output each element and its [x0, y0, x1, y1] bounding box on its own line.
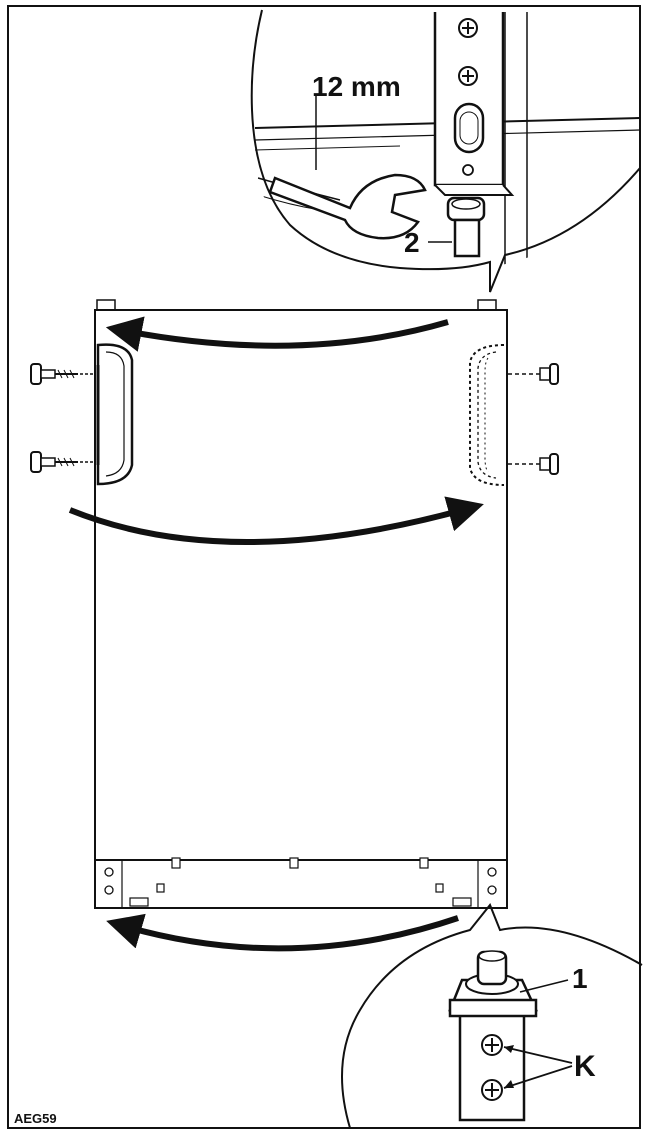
bottom-detail-callout: 1 K	[341, 903, 643, 1129]
top-detail-callout: 12 mm 2	[250, 9, 641, 293]
door-handle-icon	[96, 343, 134, 486]
screw-icon	[481, 1034, 503, 1056]
door-panel	[94, 309, 508, 861]
bottom-pivot-leader	[519, 979, 569, 993]
curved-arrow-icon	[68, 496, 484, 545]
hinge-pin-icon	[448, 950, 538, 1018]
screw-icon	[30, 363, 94, 385]
hinge-pin-icon	[446, 196, 486, 258]
door-handle-icon	[469, 344, 505, 486]
screw-icon	[508, 363, 559, 385]
curved-arrow-icon	[106, 913, 459, 952]
bottom-callout-outline	[341, 903, 643, 1129]
screw-icon	[30, 451, 94, 473]
curved-arrow-icon	[105, 316, 449, 352]
appliance-door	[30, 299, 559, 952]
figure-code: AEG59	[14, 1111, 57, 1126]
top-pivot-label: 2	[404, 227, 420, 258]
wrench-icon	[268, 173, 427, 240]
bottom-pivot-label: 1	[572, 963, 588, 994]
wrench-size-label: 12 mm	[312, 71, 401, 102]
screw-icon	[481, 1079, 503, 1101]
screws-label: K	[574, 1050, 596, 1083]
hinge-plate	[433, 12, 505, 187]
screw-icon	[458, 66, 478, 86]
screws-leader	[503, 1046, 573, 1089]
top-callout-outline	[250, 9, 641, 293]
hinge-bracket	[458, 1010, 526, 1122]
screw-icon	[508, 453, 559, 475]
screw-icon	[458, 18, 478, 38]
figure-border	[7, 5, 641, 1129]
